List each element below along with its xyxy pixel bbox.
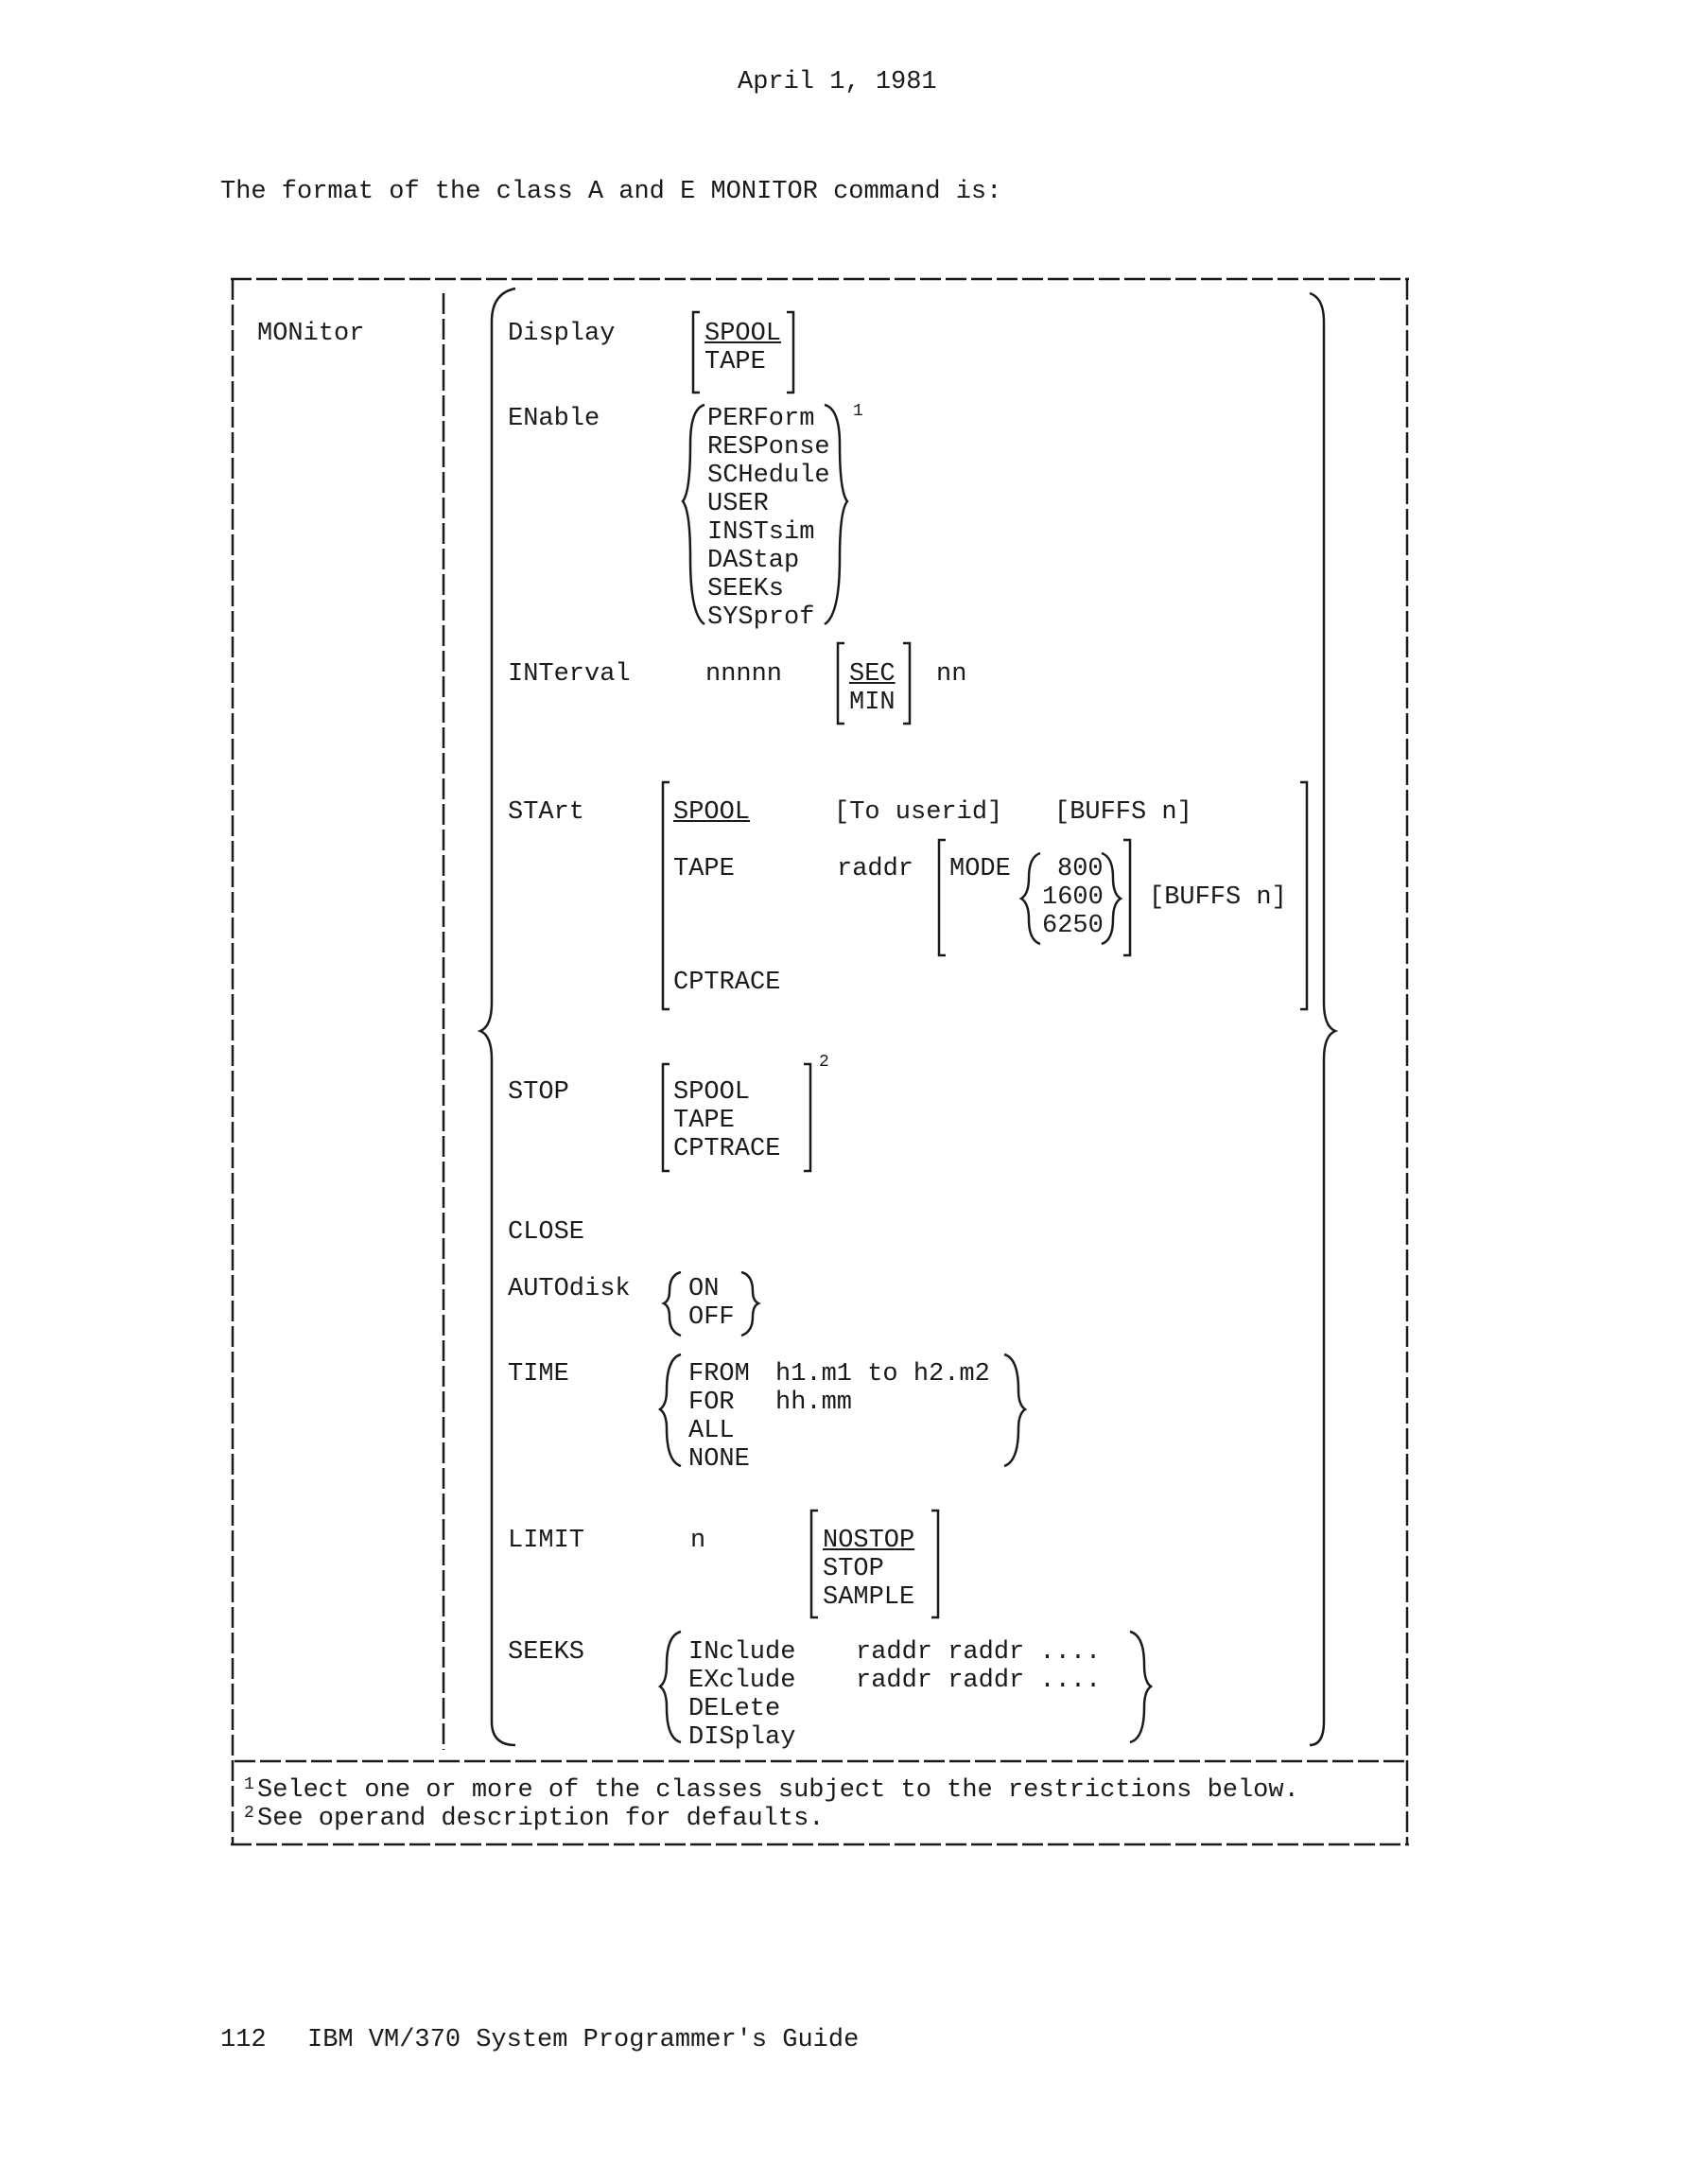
large-right-brace [1309, 291, 1339, 1747]
enable-keyword: ENable [508, 405, 600, 433]
seeks-display: DISplay [688, 1723, 796, 1752]
seeks-exclude: EXclude [688, 1667, 796, 1695]
limit-left-bracket [809, 1509, 818, 1619]
stop-option-cptrace: CPTRACE [673, 1135, 781, 1163]
seeks-include: INclude [688, 1638, 796, 1667]
start-spool: SPOOL [673, 798, 751, 827]
start-right-bracket [1300, 780, 1309, 1011]
interval-unit-sec: SEC [849, 660, 896, 689]
autodisk-right-brace [740, 1270, 761, 1337]
seeks-include-args: raddr raddr .... [856, 1638, 1102, 1667]
footnote-2-text: See operand description for defaults. [257, 1805, 825, 1833]
mode-right-bracket [1123, 838, 1132, 957]
enable-class-user: USER [707, 490, 769, 518]
display-option-tape: TAPE [704, 348, 766, 376]
density-left-brace [1018, 851, 1041, 946]
mode-left-bracket [937, 838, 946, 957]
stop-footnote-mark: 2 [819, 1053, 829, 1072]
interval-keyword: INTerval [508, 660, 631, 689]
seeks-right-brace [1129, 1630, 1154, 1744]
footer-title: IBM VM/370 System Programmer's Guide [307, 2026, 860, 2054]
enable-right-brace [824, 403, 849, 626]
footnote-1-text: Select one or more of the classes subjec… [257, 1776, 1299, 1805]
seeks-left-brace [657, 1630, 682, 1744]
seeks-delete: DELete [688, 1695, 781, 1723]
enable-class-seeks: SEEKs [707, 575, 785, 603]
start-keyword: STArt [508, 798, 585, 827]
limit-keyword: LIMIT [508, 1527, 585, 1555]
stop-left-bracket [661, 1062, 670, 1173]
time-right-brace [1003, 1353, 1028, 1468]
intro-text: The format of the class A and E MONITOR … [220, 178, 1002, 206]
command-name: MONitor [257, 320, 365, 348]
start-density-1600: 1600 [1042, 883, 1104, 912]
time-for-value: hh.mm [775, 1389, 853, 1417]
footer-page-number: 112 [220, 2026, 267, 2054]
enable-class-instsim: INSTsim [707, 518, 815, 547]
footnote-1-mark: 1 [244, 1775, 254, 1794]
enable-class-perform: PERForm [707, 405, 815, 433]
start-raddr: raddr [837, 855, 914, 883]
start-mode: MODE [949, 855, 1011, 883]
time-from: FROM [688, 1360, 750, 1389]
limit-option-stop: STOP [823, 1555, 884, 1583]
enable-class-response: RESPonse [707, 433, 830, 462]
large-left-brace [477, 287, 516, 1747]
time-left-brace [657, 1353, 682, 1468]
enable-class-schedule: SCHedule [707, 462, 830, 490]
start-to-userid: [To userid] [834, 798, 1003, 827]
start-tape-buffs: [BUFFS n] [1149, 883, 1287, 912]
limit-right-bracket [931, 1509, 940, 1619]
interval-value: nnnnn [705, 660, 783, 689]
display-option-spool: SPOOL [704, 320, 782, 348]
stop-option-tape: TAPE [673, 1107, 735, 1135]
stop-option-spool: SPOOL [673, 1078, 751, 1107]
display-keyword: Display [508, 320, 616, 348]
time-all: ALL [688, 1417, 735, 1445]
stop-right-bracket [804, 1062, 812, 1173]
start-density-6250: 6250 [1042, 912, 1104, 940]
density-right-brace [1101, 851, 1123, 946]
seeks-exclude-args: raddr raddr .... [856, 1667, 1102, 1695]
enable-class-dastap: DAStap [707, 547, 800, 575]
display-left-bracket [691, 310, 700, 394]
stop-keyword: STOP [508, 1078, 569, 1107]
start-density-800: 800 [1057, 855, 1104, 883]
time-none: NONE [688, 1445, 750, 1474]
start-tape: TAPE [673, 855, 735, 883]
enable-footnote-mark: 1 [853, 402, 863, 421]
enable-left-brace [681, 403, 705, 626]
limit-option-nostop: NOSTOP [823, 1527, 915, 1555]
autodisk-left-brace [661, 1270, 682, 1337]
interval-extra: nn [936, 660, 967, 689]
footnote-2-mark: 2 [244, 1804, 254, 1823]
time-for: FOR [688, 1389, 735, 1417]
time-from-value: h1.m1 to h2.m2 [775, 1360, 990, 1389]
start-spool-buffs: [BUFFS n] [1054, 798, 1192, 827]
enable-class-sysprof: SYSprof [707, 603, 815, 632]
interval-unit-min: MIN [849, 689, 896, 717]
interval-left-bracket [836, 641, 844, 725]
autodisk-option-on: ON [688, 1275, 720, 1303]
start-cptrace: CPTRACE [673, 969, 781, 997]
start-left-bracket [661, 780, 670, 1011]
limit-option-sample: SAMPLE [823, 1583, 915, 1612]
interval-right-bracket [903, 641, 912, 725]
seeks-keyword: SEEKS [508, 1638, 585, 1667]
page-date: April 1, 1981 [738, 68, 937, 96]
autodisk-option-off: OFF [688, 1303, 735, 1332]
display-right-bracket [787, 310, 795, 394]
close-keyword: CLOSE [508, 1218, 585, 1247]
limit-value: n [690, 1527, 706, 1555]
autodisk-keyword: AUTOdisk [508, 1275, 631, 1303]
time-keyword: TIME [508, 1360, 569, 1389]
